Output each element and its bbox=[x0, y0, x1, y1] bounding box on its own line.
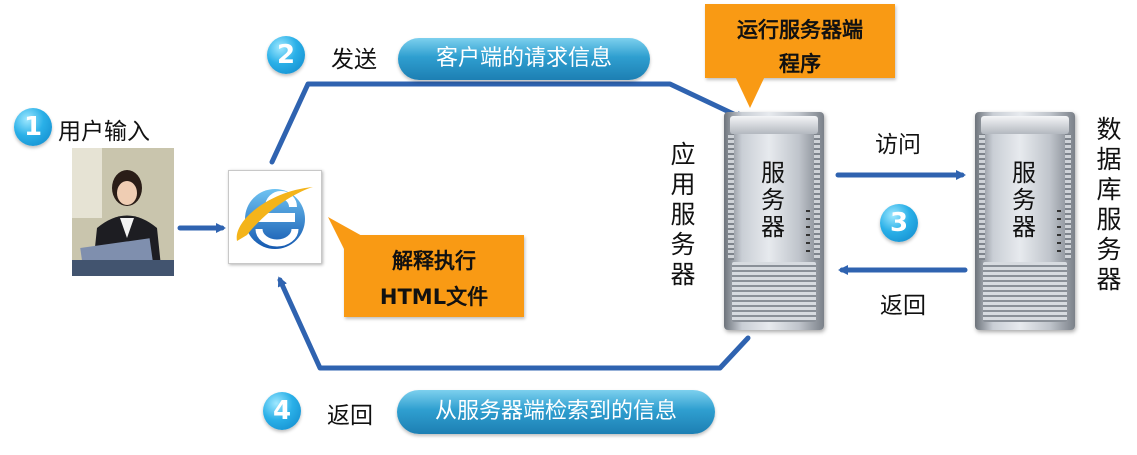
user-photo bbox=[72, 148, 174, 276]
app-server-label: 应用服务器 bbox=[668, 140, 698, 290]
db-server-icon: 服务器 bbox=[975, 112, 1075, 330]
step-1-badge: 1 bbox=[14, 108, 52, 146]
app-server-icon: 服务器 bbox=[724, 112, 824, 330]
app-server-box-label: 服务器 bbox=[758, 160, 788, 241]
browser-note-line1: 解释执行 bbox=[344, 245, 524, 275]
step-2-badge: 2 bbox=[267, 36, 305, 74]
server-note-pointer bbox=[730, 74, 770, 114]
db-server-box-label: 服务器 bbox=[1009, 160, 1039, 241]
browser-note: 解释执行 HTML文件 bbox=[344, 235, 524, 317]
step-3-access-label: 访问 bbox=[875, 125, 921, 159]
step-3-badge: 3 bbox=[880, 204, 918, 242]
step-2-label: 发送 bbox=[331, 40, 377, 74]
db-server-label: 数据库服务器 bbox=[1094, 115, 1124, 295]
request-info-pill: 客户端的请求信息 bbox=[398, 38, 650, 80]
step-4-label: 返回 bbox=[327, 396, 373, 430]
step-1-label: 用户输入 bbox=[58, 112, 150, 146]
browser-note-pointer bbox=[326, 215, 366, 255]
browser-note-line2: HTML文件 bbox=[344, 281, 524, 311]
retrieved-info-pill: 从服务器端检索到的信息 bbox=[397, 390, 715, 434]
step-3-return-label: 返回 bbox=[880, 286, 926, 320]
step-4-badge: 4 bbox=[263, 392, 301, 430]
ie-browser-icon bbox=[228, 170, 322, 264]
server-note-line1: 运行服务器端 bbox=[705, 14, 895, 44]
server-note: 运行服务器端 程序 bbox=[705, 4, 895, 78]
